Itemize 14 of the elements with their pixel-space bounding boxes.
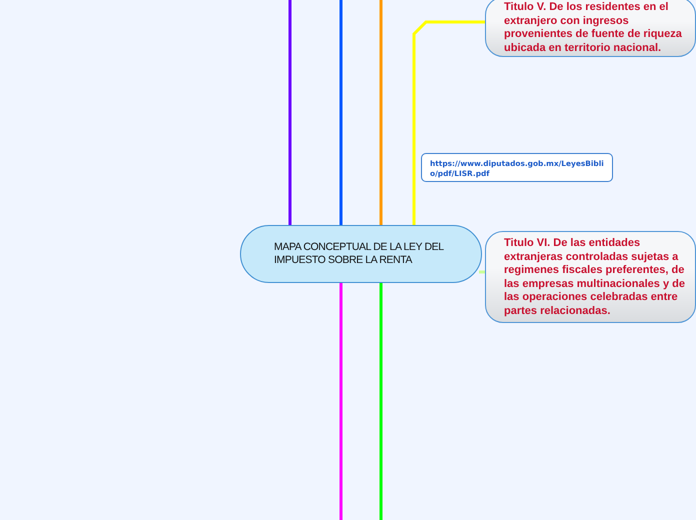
topic-text: Titulo V. De los residentes en el extranjero con ingresos provenientes de fuente de riqueza ubicada en territorio nacional. [504, 1, 683, 55]
topic-text: MAPA CONCEPTUAL DE LA LEY DEL IMPUESTO SOBRE LA RENTA [274, 241, 445, 267]
topic-text: Titulo VI. De las entidades extranjeras controladas sujetas a regimenes fiscales preferentes, de las empresas multinacionales y de las operaciones celebradas entre partes relacionadas. [504, 237, 686, 318]
branch-line [479, 270, 485, 274]
topic-box [485, 231, 696, 323]
branch-line [380, 0, 382, 225]
central-topic [240, 225, 482, 283]
link-note [421, 153, 613, 182]
topic-box [485, 0, 696, 57]
branch-line [412, 20, 485, 225]
branch-line [288, 0, 292, 225]
branch-line [340, 283, 342, 520]
branch-line [340, 0, 342, 225]
branch-line [380, 283, 382, 520]
